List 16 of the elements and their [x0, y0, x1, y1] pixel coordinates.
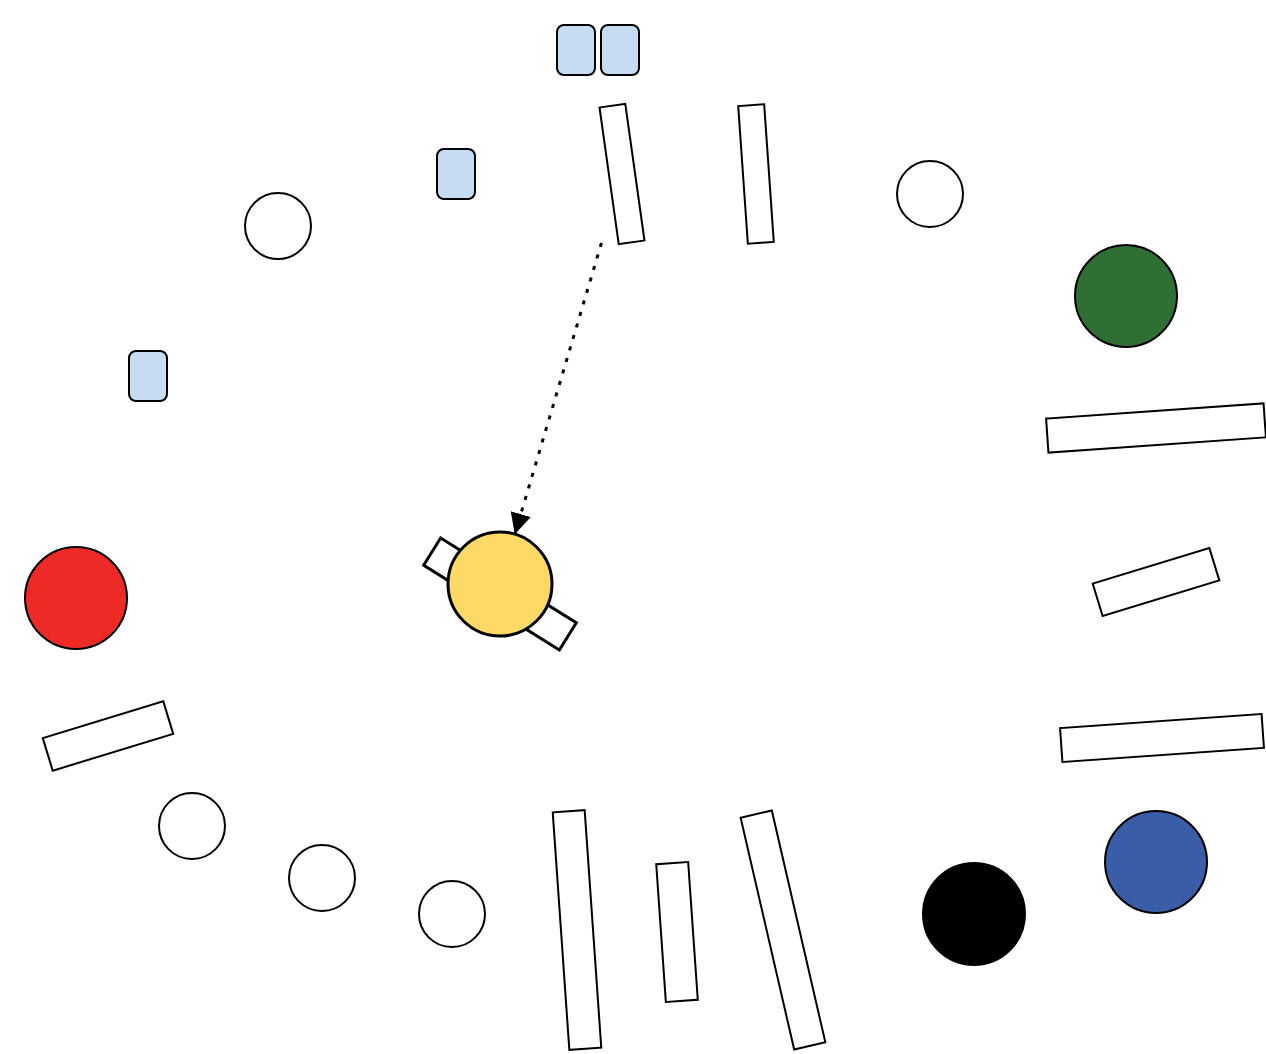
small-block [600, 24, 640, 76]
round-token [1074, 244, 1178, 348]
round-token [24, 546, 128, 650]
round-token [896, 160, 964, 228]
round-token [922, 862, 1026, 966]
round-token [244, 192, 312, 260]
round-token [418, 880, 486, 948]
small-block [128, 350, 168, 402]
bar-obstacle [654, 861, 698, 1003]
small-block [436, 148, 476, 200]
round-token [158, 792, 226, 860]
bar-obstacle [737, 103, 775, 245]
round-token [1104, 810, 1208, 914]
small-block [556, 24, 596, 76]
round-token [288, 844, 356, 912]
dotted-arrow [510, 242, 603, 535]
